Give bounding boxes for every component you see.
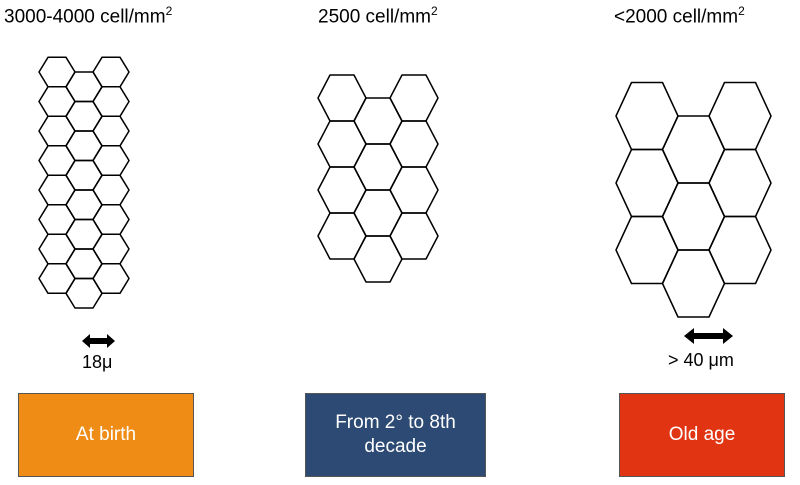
hexagon-cell — [38, 233, 76, 265]
hexagon-cell — [92, 86, 130, 118]
cell-size-label-at-birth: 18μ — [82, 352, 113, 372]
cell-size-label-old-age: > 40 μm — [668, 350, 734, 370]
hexagon-cell — [92, 233, 130, 265]
hexagon-cell — [65, 71, 103, 103]
stage-label-line-2: decade — [364, 436, 427, 457]
hexagon-cell — [708, 81, 772, 151]
stage-label-line-1: At birth — [75, 424, 137, 445]
hexagon-cell — [615, 81, 679, 151]
double-headed-arrow-icon — [82, 334, 115, 348]
cell-density-label-old-age: <2000 cell/mm2 — [614, 4, 745, 28]
hexagon-cell — [389, 166, 439, 214]
hexagon-grid-old-age — [615, 81, 772, 318]
hexagon-cell — [317, 212, 367, 260]
hexagon-cell — [38, 174, 76, 206]
stage-box-mid-life: From 2° to 8th decade — [305, 393, 486, 477]
hexagon-cell — [92, 145, 130, 177]
hexagon-cell — [65, 277, 103, 309]
cell-density-label-at-birth: 3000-4000 cell/mm2 — [4, 4, 173, 28]
hexagon-cell — [38, 145, 76, 177]
hexagon-cell — [65, 130, 103, 162]
hexagon-cell — [661, 182, 726, 251]
hexagon-grid-at-birth — [38, 56, 130, 309]
double-headed-arrow-icon — [684, 328, 733, 344]
hexagon-cell — [708, 215, 772, 285]
hexagon-cell — [317, 120, 367, 168]
hexagon-cell — [92, 115, 130, 147]
hexagon-cell — [65, 248, 103, 280]
hexagon-cell — [65, 100, 103, 132]
hexagon-cell — [353, 235, 403, 283]
hexagon-cell — [65, 159, 103, 191]
hexagon-cell — [38, 263, 76, 295]
hexagon-cell — [38, 56, 76, 88]
hexagon-cell — [708, 148, 772, 218]
stage-box-at-birth: At birth — [18, 393, 194, 477]
hexagon-cell — [38, 204, 76, 236]
hexagon-cell — [389, 74, 439, 122]
hexagon-cell — [661, 249, 726, 318]
hexagon-cell — [92, 56, 130, 88]
hexagon-cell — [65, 218, 103, 250]
hexagon-grid-mid-life — [317, 74, 439, 283]
hexagon-cell — [353, 189, 403, 237]
hexagon-cell — [661, 115, 726, 184]
hexagon-cell — [353, 97, 403, 145]
hexagon-cell — [353, 143, 403, 191]
cell-density-label-mid-life: 2500 cell/mm2 — [318, 4, 438, 28]
stage-box-old-age: Old age — [619, 393, 785, 477]
hexagon-cell — [389, 120, 439, 168]
hexagon-cell — [92, 263, 130, 295]
hexagon-cell — [38, 86, 76, 118]
hexagon-cell — [65, 189, 103, 221]
hexagon-cell — [317, 166, 367, 214]
stage-label-line-1: From 2° to 8th — [335, 412, 456, 433]
hexagon-cell — [38, 115, 76, 147]
hexagon-cell — [92, 204, 130, 236]
hexagon-cell — [615, 148, 679, 218]
hexagon-cell — [92, 174, 130, 206]
hexagon-cell — [615, 215, 679, 285]
stage-label-line-1: Old age — [668, 424, 736, 445]
hexagon-cell — [389, 212, 439, 260]
hexagon-cell — [317, 74, 367, 122]
